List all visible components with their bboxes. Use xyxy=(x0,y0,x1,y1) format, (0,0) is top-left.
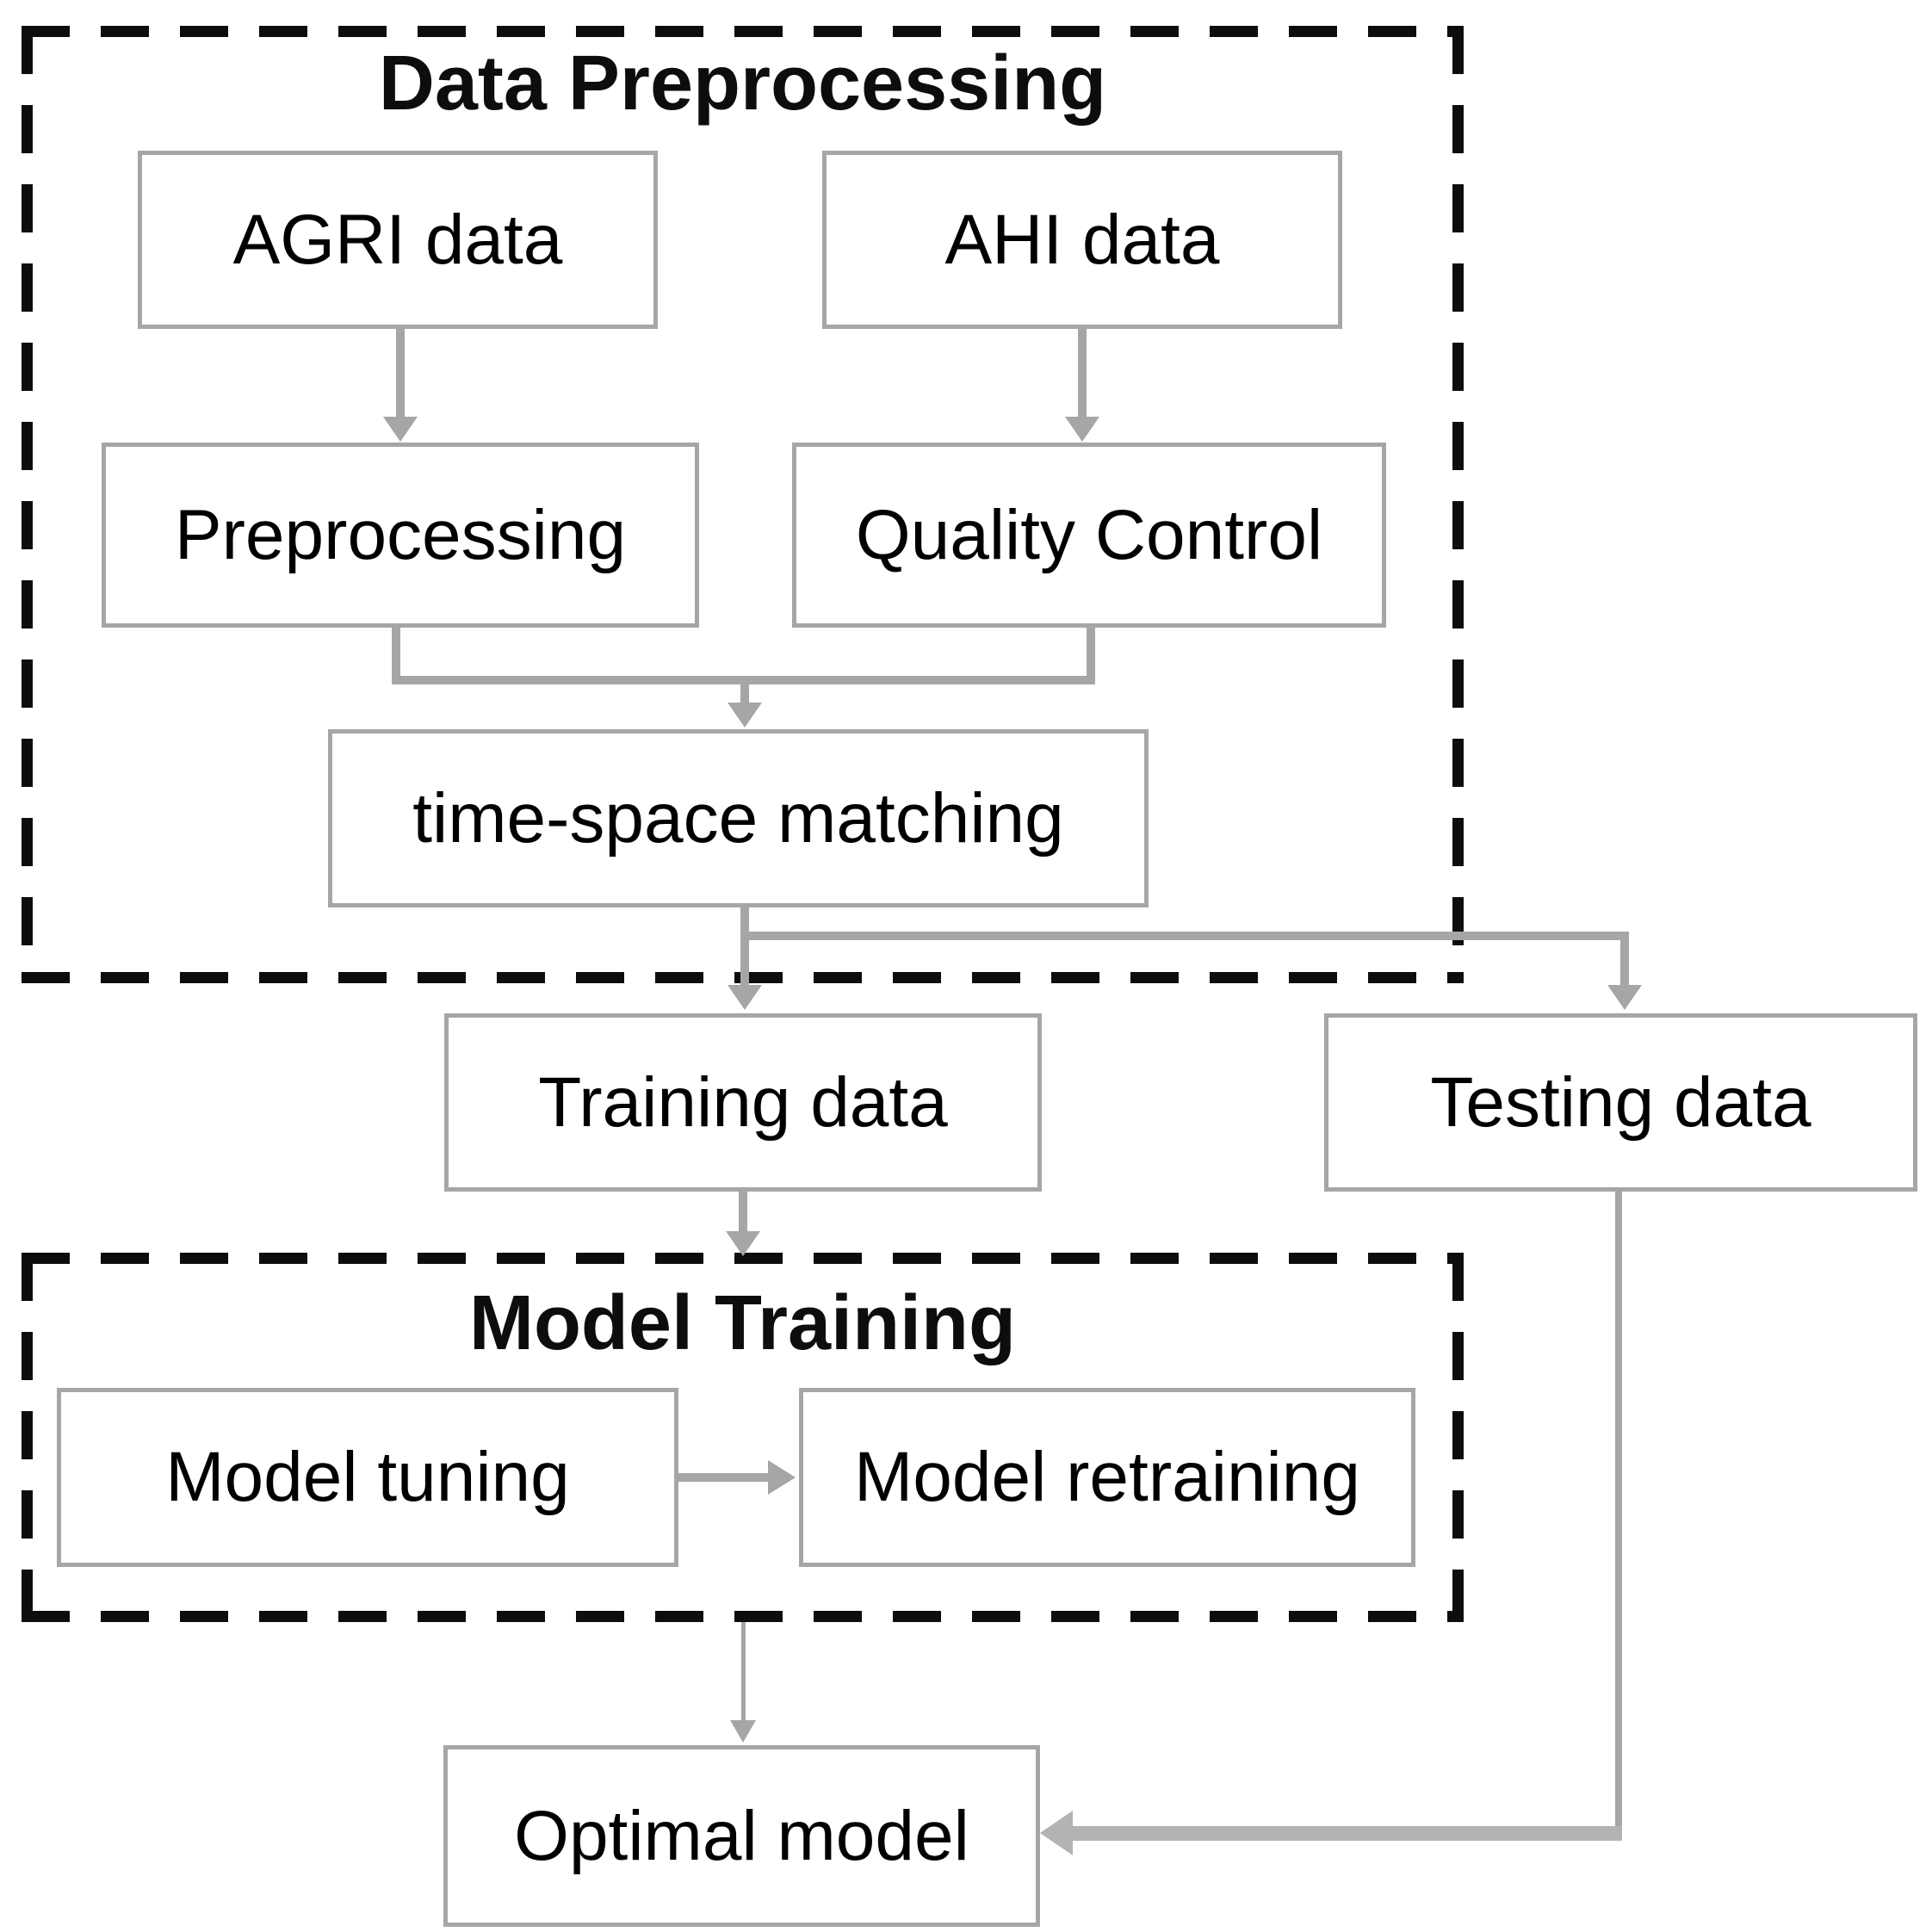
connector-preprocessing-down xyxy=(392,626,400,680)
connector-testing-down xyxy=(1615,1190,1622,1841)
node-model-tuning: Model tuning xyxy=(57,1388,678,1567)
connector-model-training-to-optimal xyxy=(741,1622,746,1722)
node-model-tuning-label: Model tuning xyxy=(165,1438,570,1516)
node-training-data-label: Training data xyxy=(538,1062,948,1142)
arrowhead-agri-to-preprocessing xyxy=(383,417,418,442)
arrowhead-testing-to-optimal xyxy=(1040,1811,1073,1855)
connector-tuning-to-retraining xyxy=(677,1473,770,1482)
section-title-data-preprocessing: Data Preprocessing xyxy=(378,40,1107,127)
data-preprocessing-border-top xyxy=(22,26,1464,37)
node-time-space-matching: time-space matching xyxy=(328,729,1149,907)
node-preprocessing-label: Preprocessing xyxy=(174,495,627,574)
arrowhead-merge-to-matching xyxy=(728,703,762,728)
node-quality-control: Quality Control xyxy=(792,443,1386,628)
node-time-space-matching-label: time-space matching xyxy=(412,778,1064,858)
connector-ahi-to-quality-control xyxy=(1078,327,1087,418)
arrowhead-matching-to-training xyxy=(728,985,762,1010)
model-training-border-bottom xyxy=(22,1611,1464,1622)
section-title-model-training: Model Training xyxy=(468,1280,1016,1366)
model-training-border-top xyxy=(22,1253,1464,1264)
arrowhead-ahi-to-quality-control xyxy=(1065,417,1099,442)
node-optimal-model-label: Optimal model xyxy=(514,1796,969,1875)
connector-matching-to-training xyxy=(740,906,749,987)
node-agri-data: AGRI data xyxy=(138,151,658,329)
connector-merge-drop xyxy=(740,680,749,704)
arrowhead-model-training-to-optimal xyxy=(730,1720,756,1743)
connector-agri-to-preprocessing xyxy=(396,327,405,418)
node-ahi-data: AHI data xyxy=(822,151,1342,329)
connector-training-to-model-training xyxy=(739,1190,747,1233)
data-preprocessing-border-right xyxy=(1452,26,1464,983)
node-optimal-model: Optimal model xyxy=(443,1745,1040,1927)
arrowhead-branch-to-testing xyxy=(1607,985,1642,1010)
connector-quality-control-down xyxy=(1087,626,1095,680)
arrowhead-training-to-model-training xyxy=(726,1231,760,1256)
connector-testing-to-optimal xyxy=(1073,1826,1622,1841)
node-model-retraining: Model retraining xyxy=(799,1388,1415,1567)
node-model-retraining-label: Model retraining xyxy=(854,1438,1360,1516)
node-preprocessing: Preprocessing xyxy=(102,443,699,628)
arrowhead-tuning-to-retraining xyxy=(768,1460,796,1495)
model-training-border-right xyxy=(1452,1253,1464,1622)
data-preprocessing-border-left xyxy=(22,26,33,983)
connector-branch-horizontal xyxy=(740,932,1629,940)
connector-branch-down xyxy=(1620,932,1629,987)
node-testing-data-label: Testing data xyxy=(1430,1062,1811,1142)
node-quality-control-label: Quality Control xyxy=(855,495,1323,574)
node-agri-data-label: AGRI data xyxy=(232,200,563,279)
node-training-data: Training data xyxy=(444,1013,1042,1192)
node-ahi-data-label: AHI data xyxy=(944,200,1220,279)
model-training-border-left xyxy=(22,1253,33,1622)
node-testing-data: Testing data xyxy=(1324,1013,1917,1192)
